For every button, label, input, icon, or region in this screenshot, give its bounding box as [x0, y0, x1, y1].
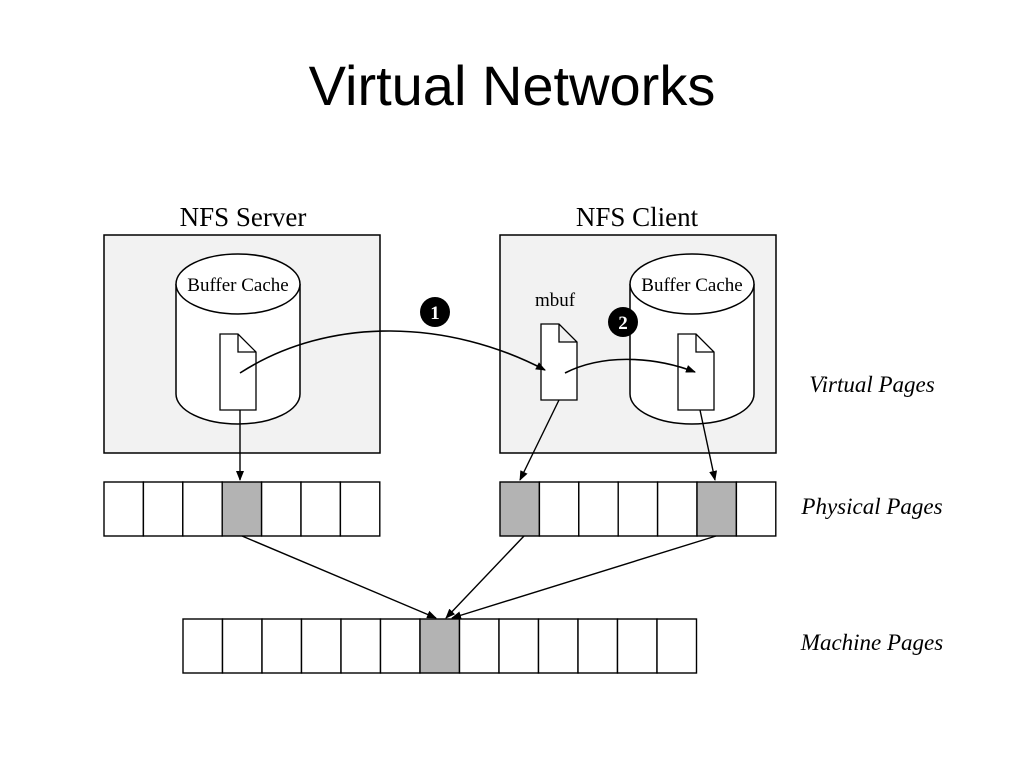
server-physical-pages: [103, 481, 381, 537]
client-buffer-cache-label: Buffer Cache: [641, 275, 742, 296]
mbuf-page-icon: [540, 323, 578, 401]
machine-page-5: [340, 618, 382, 674]
server-physical-page-4: [221, 481, 263, 537]
mbuf-label: mbuf: [535, 290, 576, 311]
machine-page-1: [182, 618, 224, 674]
machine-page-6: [379, 618, 421, 674]
client-physical-page-5: [656, 481, 698, 537]
server-buffer-cache-label: Buffer Cache: [187, 275, 288, 296]
client-physical-to-machine-arrow-2: [451, 535, 717, 620]
machine-page-8: [458, 618, 500, 674]
step-marker-1: 1: [420, 297, 450, 327]
server-physical-page-3: [182, 481, 223, 537]
step-marker-1-number: 1: [430, 303, 440, 324]
nfs-server-title: NFS Server: [180, 202, 307, 232]
client-physical-page-2: [538, 481, 580, 537]
machine-page-11: [577, 618, 619, 674]
client-physical-page-4: [617, 481, 659, 537]
client-physical-page-1: [499, 481, 541, 537]
client-physical-page-3: [578, 481, 619, 537]
step-marker-2: 2: [608, 307, 638, 337]
client-physical-to-machine-arrow-1: [445, 535, 525, 619]
virtual-pages-label: Virtual Pages: [809, 372, 934, 397]
client-physical-page-7: [735, 481, 777, 537]
server-physical-page-2: [142, 481, 184, 537]
machine-page-7: [419, 618, 461, 674]
step-marker-2-number: 2: [618, 313, 628, 334]
client-physical-page-6: [696, 481, 738, 537]
slide-title: Virtual Networks: [308, 54, 716, 117]
physical-pages-label: Physical Pages: [800, 494, 942, 519]
server-buffer-cache: [175, 253, 301, 425]
mbuf-virtual-to-physical-arrow: [519, 399, 560, 481]
machine-page-3: [261, 618, 303, 674]
server-physical-page-7: [339, 481, 381, 537]
machine-pages-label: Machine Pages: [800, 630, 943, 655]
client-cache-virtual-to-physical-arrow: [699, 409, 718, 481]
machine-page-9: [498, 618, 540, 674]
machine-page-4: [300, 618, 342, 674]
server-physical-to-machine-arrow: [241, 535, 437, 619]
client-cache-page-icon: [677, 333, 715, 411]
machine-page-12: [616, 618, 658, 674]
server-page-icon: [219, 333, 257, 411]
machine-page-2: [221, 618, 263, 674]
step2-arrow: [564, 358, 696, 374]
machine-page-10: [537, 618, 579, 674]
server-physical-page-5: [260, 481, 302, 537]
client-physical-pages: [499, 481, 777, 537]
server-physical-page-6: [300, 481, 342, 537]
machine-page-13: [656, 618, 698, 674]
machine-pages: [182, 618, 698, 674]
nfs-client-title: NFS Client: [576, 202, 699, 232]
step1-arrow: [239, 330, 546, 374]
server-physical-page-1: [103, 481, 145, 537]
